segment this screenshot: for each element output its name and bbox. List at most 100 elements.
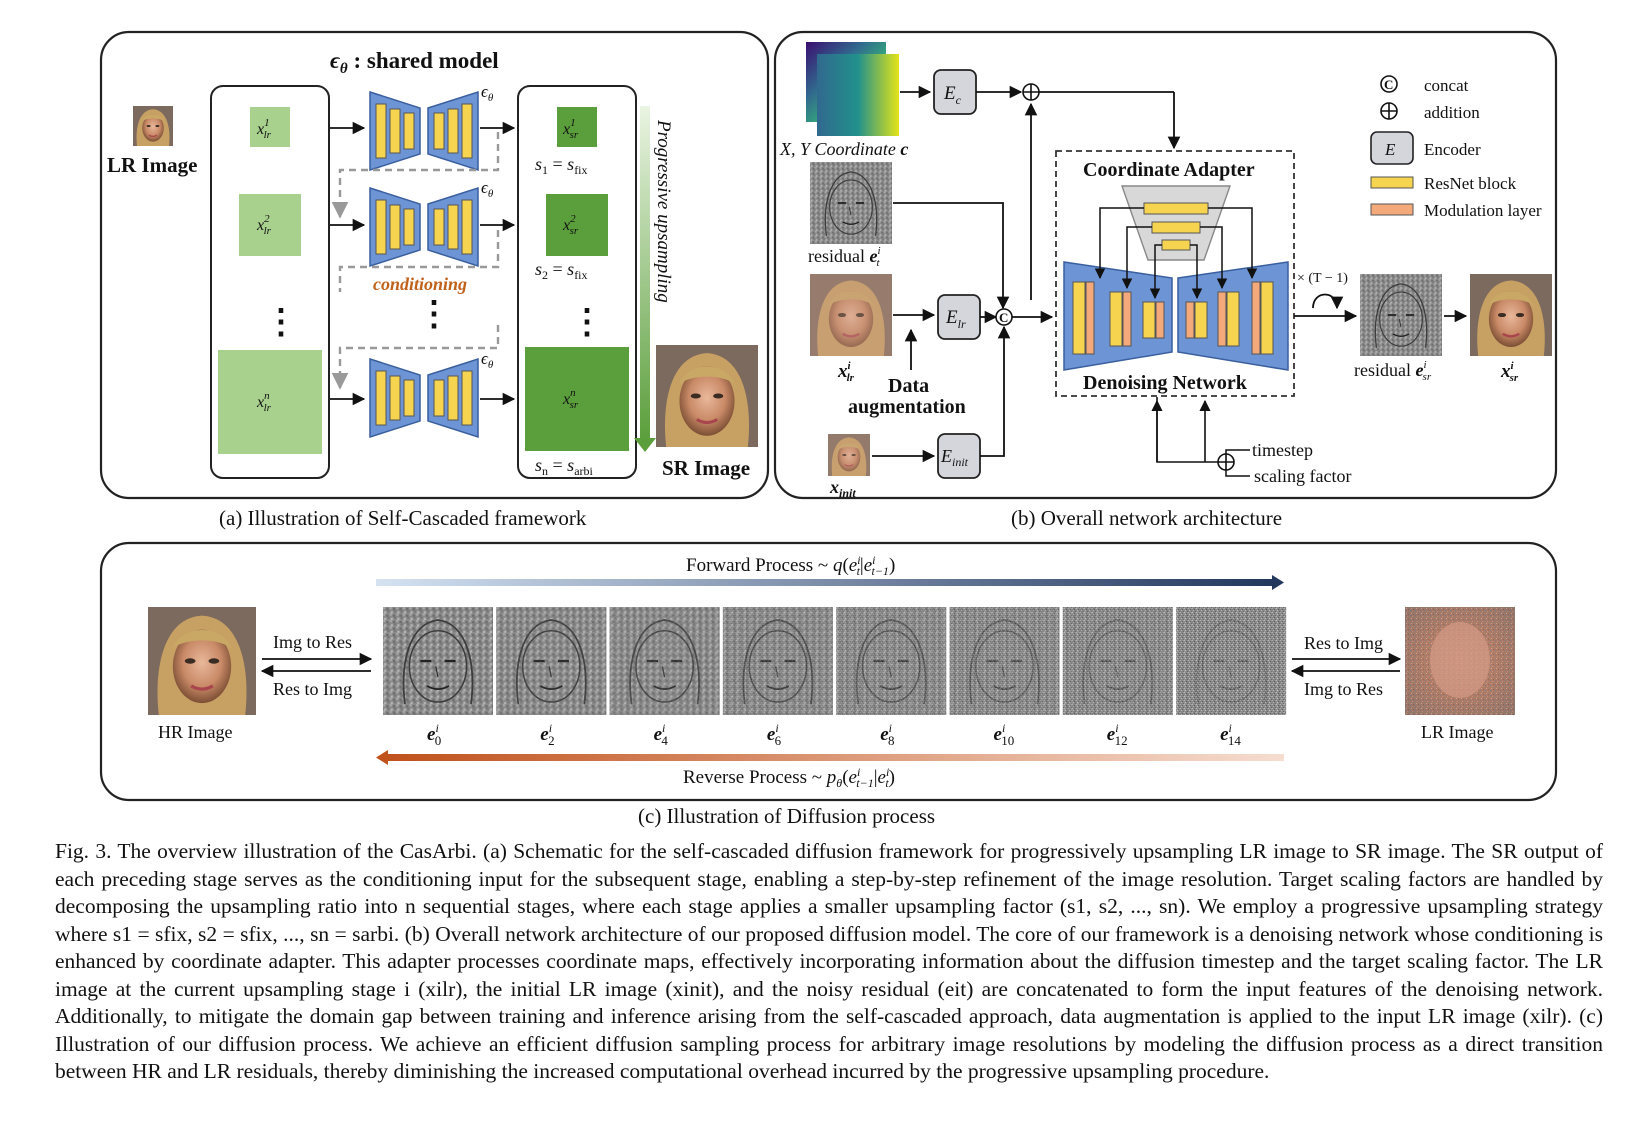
denoising-network-label: Denoising Network	[1083, 372, 1248, 394]
unet-block-1	[369, 90, 479, 172]
lr-image-label: LR Image	[107, 153, 197, 177]
lr-image-thumb	[132, 105, 174, 147]
coord-map-front	[817, 54, 899, 136]
lr-patch-2	[239, 194, 301, 256]
panel-a-title: ϵθ : shared model	[330, 48, 499, 77]
svg-text:Modulation layer: Modulation layer	[1424, 201, 1542, 220]
panel-b-frame	[773, 30, 1558, 500]
sr-image-label: SR Image	[662, 456, 750, 480]
coordinate-adapter-box	[1055, 150, 1295, 397]
svg-text:ϵθ: ϵθ	[481, 349, 494, 371]
svg-text:Res to Img: Res to Img	[1304, 633, 1383, 653]
sr-image-thumb	[654, 343, 760, 449]
svg-text:s1 = sfix: s1 = sfix	[535, 154, 588, 177]
svg-text:residual eit: residual eit	[808, 245, 881, 269]
svg-text:ϵθ: ϵθ	[481, 82, 494, 104]
svg-text:xinit: xinit	[829, 477, 856, 500]
svg-text:Encoder: Encoder	[1424, 140, 1481, 159]
svg-text:Img to Res: Img to Res	[1304, 679, 1383, 699]
lr-column	[210, 85, 330, 479]
residual-esr-thumb	[1359, 273, 1443, 357]
panel-a-frame	[99, 30, 770, 500]
lr-patch-n	[218, 350, 322, 454]
progressive-label: Progressive upsampling	[653, 119, 674, 303]
unet-block-2	[369, 186, 479, 268]
sr-column	[517, 85, 637, 479]
lr-noisy-thumb	[1405, 607, 1515, 715]
residual-et-thumb	[809, 161, 893, 245]
unet-block-n	[369, 357, 479, 439]
mid-dots: ⋮	[417, 296, 451, 333]
svg-text:Img to Res: Img to Res	[273, 632, 352, 652]
svg-text:C: C	[1384, 77, 1393, 92]
sr-patch-1	[557, 107, 597, 147]
coordinate-adapter-label: Coordinate Adapter	[1083, 159, 1255, 181]
forward-arrow	[376, 579, 1274, 586]
svg-text:ϵθ: ϵθ	[481, 178, 494, 200]
data-aug-label: Data	[888, 375, 929, 397]
svg-text:C: C	[999, 310, 1008, 325]
timestep-label: timestep	[1252, 440, 1313, 460]
sr-patch-2	[546, 194, 608, 256]
progressive-bar	[640, 106, 650, 440]
svg-text:ResNet block: ResNet block	[1424, 174, 1517, 193]
coord-label: X, Y Coordinate c	[779, 139, 908, 159]
hr-image-thumb	[146, 605, 258, 717]
conditioning-label: conditioning	[373, 274, 467, 294]
svg-text:s2 = sfix: s2 = sfix	[535, 259, 588, 282]
svg-text:addition: addition	[1424, 103, 1480, 122]
repeat-label: × (T − 1)	[1297, 271, 1348, 286]
figure-caption: Fig. 3. The overview illustration of the…	[55, 839, 1603, 1083]
sr-patch-n	[525, 347, 629, 451]
scaling-factor-label: scaling factor	[1254, 466, 1351, 486]
svg-text:Res to Img: Res to Img	[273, 679, 352, 699]
x-sr-thumb	[1468, 272, 1554, 358]
lr-image-c-label: LR Image	[1421, 722, 1493, 742]
svg-text:Elr: Elr	[945, 307, 966, 331]
svg-text:concat: concat	[1424, 76, 1469, 95]
lr-dots: ⋮	[264, 304, 298, 341]
panel-c-caption: (c) Illustration of Diffusion process	[638, 804, 935, 828]
reverse-arrow	[386, 754, 1284, 761]
legend: C concat addition E Encoder ResNet block…	[1370, 75, 1542, 220]
svg-text:E: E	[1384, 140, 1396, 159]
svg-text:xilr: xilr	[837, 360, 855, 384]
lr-patch-1	[250, 107, 290, 147]
panel-b-caption: (b) Overall network architecture	[1011, 506, 1282, 530]
svg-text:augmentation: augmentation	[848, 396, 966, 418]
hr-image-label: HR Image	[158, 722, 232, 742]
svg-text:Ec: Ec	[943, 83, 962, 107]
panel-a-caption: (a) Illustration of Self-Cascaded framew…	[219, 506, 587, 530]
sr-dots: ⋮	[570, 304, 604, 341]
svg-text:Einit: Einit	[940, 446, 969, 469]
panel-c-frame	[99, 541, 1558, 802]
